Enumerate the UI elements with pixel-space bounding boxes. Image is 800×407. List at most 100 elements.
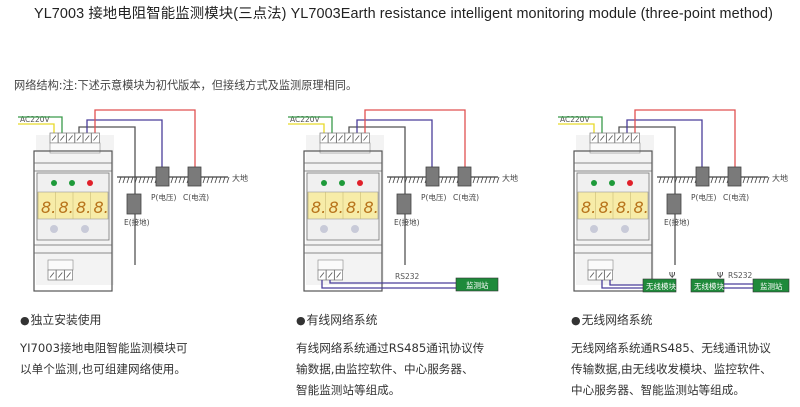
caption-line: 传输数据,由无线收发模块、监控软件、 xyxy=(571,362,772,376)
ground-hatch xyxy=(130,176,134,184)
display-digit: 8. xyxy=(329,198,344,217)
ground-hatch xyxy=(678,176,682,184)
ground-hatch xyxy=(392,176,396,184)
ground-hatch xyxy=(388,176,392,184)
wire-to-wireless-a xyxy=(601,280,645,289)
ground-hatch xyxy=(480,176,484,184)
ground-hatch xyxy=(488,176,492,184)
ground-hatch xyxy=(658,176,662,184)
reset-button xyxy=(81,225,89,233)
ground-hatch xyxy=(690,176,694,184)
caption-wireless: ●无线网络系统 无线网络系统通RS485、无线通讯协议 传输数据,由无线收发模块… xyxy=(571,310,772,401)
ground-hatch xyxy=(400,176,404,184)
electrode-p-label: P(电压) xyxy=(421,192,446,202)
reset-button xyxy=(351,225,359,233)
top-terminal-screw xyxy=(76,135,82,141)
led-power xyxy=(321,180,327,186)
bottom-terminal-screw xyxy=(66,272,71,278)
ground-hatch xyxy=(750,176,754,184)
wireless-module-box-2 xyxy=(690,278,725,293)
ground-hatch xyxy=(138,176,142,184)
electrode-p-label: P(电压) xyxy=(691,192,716,202)
wire-c-red xyxy=(94,109,196,167)
ground-hatch xyxy=(182,176,186,184)
ground-hatch xyxy=(762,176,766,184)
ground-hatch xyxy=(662,176,666,184)
ground-hatch xyxy=(404,176,408,184)
ground-hatch xyxy=(484,176,488,184)
electrode-c xyxy=(727,166,742,187)
top-terminal-screw xyxy=(321,135,327,141)
electrode-c-label: C(电流) xyxy=(723,192,749,202)
caption-line: 智能监测站等组成。 xyxy=(296,383,401,397)
reset-button xyxy=(621,225,629,233)
led-comm xyxy=(69,180,75,186)
electrode-p-label: P(电压) xyxy=(151,192,176,202)
ground-hatch xyxy=(146,176,150,184)
caption-line: YI7003接地电阻智能监测模块可 xyxy=(20,341,188,355)
caption-heading: ●有线网络系统 xyxy=(296,310,484,331)
ground-hatch xyxy=(202,176,206,184)
ground-hatch xyxy=(742,176,746,184)
ground-label: 大地 xyxy=(772,173,788,183)
top-terminal-screw xyxy=(68,135,73,141)
station-box xyxy=(455,277,499,292)
ground-hatch xyxy=(118,176,122,184)
wire-green-ac xyxy=(288,116,333,136)
antenna-icon: Ψ xyxy=(669,271,675,280)
ground-hatch xyxy=(142,176,146,184)
ground-hatch xyxy=(416,176,420,184)
top-terminal-screw xyxy=(624,135,630,141)
top-terminal-screw xyxy=(363,135,368,141)
ground-hatch xyxy=(214,176,218,184)
ground-hatch xyxy=(222,176,226,184)
rs485-wire-a xyxy=(321,280,492,289)
led-power xyxy=(591,180,597,186)
led-power xyxy=(51,180,57,186)
display-digit: 8. xyxy=(616,198,631,217)
bottom-terminal-screw xyxy=(606,272,611,278)
electrode-c xyxy=(187,166,202,187)
wire-yellow-ac xyxy=(558,123,595,136)
station-box xyxy=(752,278,790,293)
ground-hatch xyxy=(766,176,770,184)
electrode-p xyxy=(695,166,710,187)
ground-hatch xyxy=(174,176,178,184)
display-digit: 8. xyxy=(364,198,379,217)
ground-hatch xyxy=(420,176,424,184)
led-alarm xyxy=(357,180,363,186)
top-terminal-screw xyxy=(329,135,335,141)
display-digit: 8. xyxy=(581,198,596,217)
wire-yellow-ac xyxy=(18,123,55,136)
top-terminal-screw xyxy=(599,135,605,141)
top-terminal-screw xyxy=(84,135,90,141)
bottom-terminal-labels xyxy=(587,259,614,271)
ground-hatch xyxy=(758,176,762,184)
heading-text: 独立安装使用 xyxy=(30,313,102,327)
caption-line: 有线网络系统通过RS485通讯协议传 xyxy=(296,341,485,355)
module-body xyxy=(573,150,653,292)
ground-hatch xyxy=(710,176,714,184)
top-terminal-screw xyxy=(346,135,352,141)
wire-c-red xyxy=(364,109,466,167)
top-terminal-screw xyxy=(591,135,597,141)
set-button xyxy=(50,225,58,233)
ground-hatch xyxy=(444,176,448,184)
electrode-e xyxy=(666,193,682,215)
ground-hatch xyxy=(686,176,690,184)
display-digit: 8. xyxy=(94,198,109,217)
display-digit: 8. xyxy=(634,198,649,217)
antenna-icon: Ψ xyxy=(717,271,723,280)
bottom-terminal-labels xyxy=(317,259,344,271)
ground-hatch xyxy=(170,176,174,184)
heading-text: 无线网络系统 xyxy=(581,313,653,327)
wire-yellow-ac xyxy=(288,123,325,136)
ground-hatch xyxy=(448,176,452,184)
ground-hatch xyxy=(206,176,210,184)
bullet-icon: ● xyxy=(20,314,30,327)
caption-line: 中心服务器、智能监测站等组成。 xyxy=(571,383,745,397)
ground-hatch xyxy=(408,176,412,184)
electrode-e-label: E(接地) xyxy=(664,217,690,227)
